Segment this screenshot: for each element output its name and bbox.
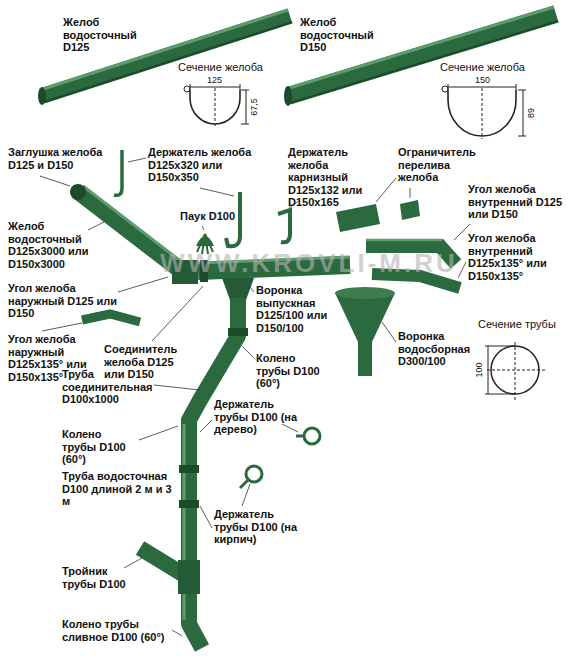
label-anchor: Ограничитель перелива желоба: [398, 146, 488, 184]
part-label: Держатель желоба карнизный D125x132 или …: [288, 146, 390, 209]
label-anchor: Держатель трубы D100 (на дерево): [214, 398, 300, 436]
dimension-label: 89: [526, 108, 536, 118]
label-anchor: Соединитель желоба D125 или D150: [104, 343, 184, 381]
label-anchor: Угол желоба наружный D125 или D150: [8, 282, 120, 320]
label-anchor: Воронка выпускная D125/100 или D150/100: [256, 284, 328, 334]
label-anchor: Держатель трубы D100 (на кирпич): [214, 508, 300, 546]
label-anchor: 100: [474, 362, 484, 377]
eaves-holder: [278, 210, 290, 242]
label-anchor: Колено трубы сливное D100 (60°): [62, 618, 174, 643]
outer-corner-135: [82, 314, 140, 322]
dimension-label: 150: [475, 75, 490, 85]
gutter-d125: [38, 10, 292, 105]
dimension-label: 100: [474, 362, 484, 377]
part-label: Держатель желоба D125x320 или D150x350: [148, 146, 258, 184]
label-anchor: Колено трубы D100 (60°): [62, 428, 138, 466]
section-caption: Сечение желоба: [440, 61, 525, 74]
gutter-section-d150: [442, 84, 526, 139]
part-label: Воронка водосборная D300/100: [398, 330, 488, 368]
dimension-label: 125: [207, 75, 222, 85]
dimension-label: 67,5: [249, 98, 259, 116]
label-anchor: Желоб водосточный D150: [300, 16, 380, 54]
label-anchor: WWW.KROVLI-M.RU: [160, 248, 458, 278]
label-anchor: Держатель желоба D125x320 или D150x350: [148, 146, 258, 184]
label-anchor: Паук D100: [180, 210, 235, 223]
part-label: Заглушка желоба D125 и D150: [8, 146, 112, 171]
part-label: Паук D100: [180, 210, 235, 223]
part-label: Желоб водосточный D125x3000 или D150x300…: [8, 220, 108, 270]
label-anchor: 67,5: [249, 98, 259, 116]
part-label: Ограничитель перелива желоба: [398, 146, 488, 184]
pipe-section: [485, 342, 545, 400]
part-label: Колено трубы сливное D100 (60°): [62, 618, 174, 643]
outlet-funnel: [222, 278, 254, 300]
collector-funnel: [335, 287, 395, 376]
gutter-d150: [284, 7, 558, 106]
part-label: Труба водосточная D100 длиной 2 м и 3 м: [62, 470, 174, 508]
section-caption: Сечение трубы: [478, 318, 556, 331]
part-label: Воронка выпускная D125/100 или D150/100: [256, 284, 328, 334]
label-anchor: Угол желоба внутренний D125 или D150: [468, 183, 566, 221]
part-label: Держатель трубы D100 (на кирпич): [214, 508, 300, 546]
part-label: Угол желоба внутренний D125x135° или D15…: [468, 232, 566, 282]
label-anchor: Желоб водосточный D125: [63, 16, 143, 54]
part-label: Труба соединительная D100x1000: [62, 368, 154, 406]
leader-lines: [40, 158, 470, 636]
label-anchor: Труба соединительная D100x1000: [62, 368, 154, 406]
label-anchor: Угол желоба внутренний D125x135° или D15…: [468, 232, 566, 282]
label-anchor: Сечение желоба: [178, 61, 263, 74]
part-label: Угол желоба наружный D125 или D150: [8, 282, 120, 320]
label-anchor: Тройник трубы D100: [62, 565, 134, 590]
label-anchor: 89: [526, 108, 536, 118]
part-label: Держатель трубы D100 (на дерево): [214, 398, 300, 436]
part-label: Желоб водосточный D150: [300, 16, 380, 54]
label-anchor: Желоб водосточный D125x3000 или D150x300…: [8, 220, 108, 270]
label-anchor: 125: [207, 75, 222, 85]
label-anchor: Держатель желоба карнизный D125x132 или …: [288, 146, 390, 209]
label-anchor: Труба водосточная D100 длиной 2 м и 3 м: [62, 470, 174, 508]
part-label: Колено трубы D100 (60°): [62, 428, 138, 466]
part-label: Колено трубы D100 (60°): [256, 352, 331, 390]
part-label: Тройник трубы D100: [62, 565, 134, 590]
watermark: WWW.KROVLI-M.RU: [160, 248, 458, 278]
gutter-hook: [114, 150, 122, 195]
pipe-holders: [240, 428, 320, 488]
section-caption: Сечение желоба: [178, 61, 263, 74]
label-anchor: Колено трубы D100 (60°): [256, 352, 331, 390]
gutter-section-d125: [184, 84, 249, 127]
label-anchor: Сечение трубы: [478, 318, 556, 331]
part-label: Соединитель желоба D125 или D150: [104, 343, 184, 381]
part-label: Угол желоба внутренний D125 или D150: [468, 183, 566, 221]
label-anchor: Заглушка желоба D125 и D150: [8, 146, 112, 171]
label-anchor: Воронка водосборная D300/100: [398, 330, 488, 368]
part-label: Желоб водосточный D125: [63, 16, 143, 54]
overflow-guard: [336, 200, 420, 232]
label-anchor: Сечение желоба: [440, 61, 525, 74]
label-anchor: 150: [475, 75, 490, 85]
